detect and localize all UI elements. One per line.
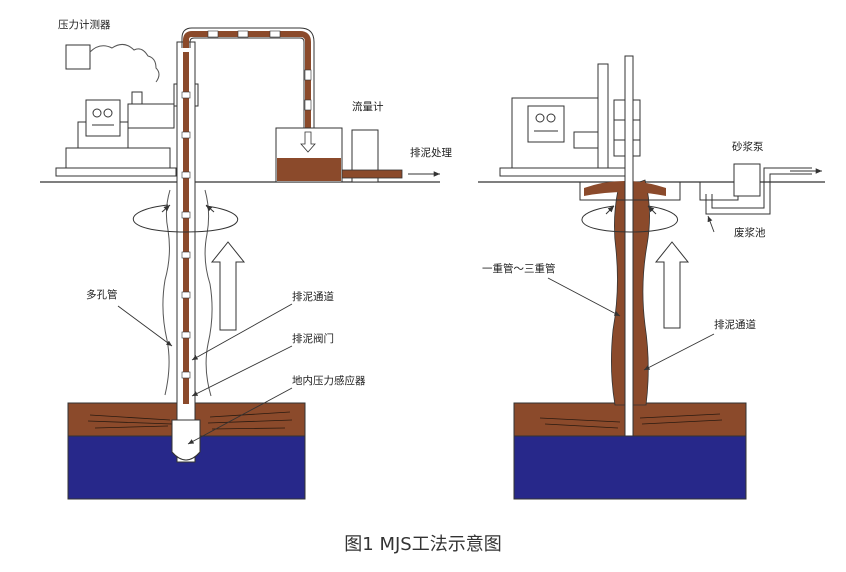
waste-pool-label: 废浆池 — [734, 226, 766, 239]
left-hose-segments — [207, 30, 312, 111]
ground-pressure-sensor-label: 地内压力感应器 — [292, 374, 366, 387]
right-figure: 砂浆泵 废浆池 一重管～三重管 排泥通道 — [478, 55, 825, 500]
porous-pipe-leader — [117, 305, 173, 347]
pipe-range-label: 一重管～三重管 — [482, 262, 556, 275]
left-motor-box — [127, 103, 175, 129]
left-cylinder — [131, 91, 143, 105]
mud-valve-leader — [191, 345, 293, 397]
left-pipe-slurry — [183, 52, 189, 404]
sand-pump-label: 砂浆泵 — [732, 140, 764, 153]
left-rotation-arrow-1 — [161, 204, 171, 213]
ground-pressure-sensor-leader — [187, 387, 293, 445]
left-control-dial-2 — [103, 108, 113, 118]
right-mud-channel-leader — [643, 333, 715, 371]
left-pipe-tip — [171, 419, 201, 461]
right-rotation-arc — [581, 205, 678, 233]
right-mud-channel-label: 排泥通道 — [714, 318, 756, 331]
mud-valve-label: 排泥阀门 — [292, 332, 334, 345]
left-soil-streaks — [87, 411, 293, 430]
porous-pipe-label: 多孔管 — [86, 288, 118, 301]
left-machine-base — [55, 167, 177, 177]
left-overhead-hose-outline — [181, 27, 315, 128]
mud-treatment-label: 排泥处理 — [410, 146, 452, 159]
right-soil-streaks — [539, 413, 723, 429]
left-rotation-arrow-2 — [205, 204, 215, 213]
flowmeter-label: 流量计 — [352, 100, 384, 113]
left-outlet-pipe — [341, 169, 403, 179]
left-machine-body — [65, 147, 171, 169]
right-control-dial-1 — [535, 113, 545, 123]
right-side-box — [573, 131, 601, 149]
sand-pump-box — [733, 163, 761, 197]
sand-pump-pipe-inner — [711, 167, 812, 209]
waste-pool-leader — [707, 215, 715, 233]
left-mud-tank-fill — [277, 158, 341, 181]
right-mast — [597, 63, 609, 169]
mjs-diagram: 压力计测器 流量计 — [40, 18, 825, 500]
mud-channel-label: 排泥通道 — [292, 290, 334, 303]
right-control-box — [527, 105, 565, 143]
right-rotation-arrow-1 — [605, 205, 615, 215]
pressure-gauge-label: 压力计测器 — [58, 18, 111, 31]
pressure-gauge-cable — [89, 44, 160, 83]
left-figure: 压力计测器 流量计 — [40, 18, 452, 500]
mud-channel-leader — [191, 303, 293, 361]
left-overhead-hose — [183, 31, 311, 128]
right-water-layer — [513, 435, 747, 500]
right-trench — [579, 181, 739, 201]
right-rotation-arrow-2 — [647, 205, 657, 215]
left-borehole-wall — [162, 189, 213, 397]
sand-pump-pipe — [705, 173, 812, 215]
right-up-arrow — [654, 241, 690, 329]
right-control-dial-2 — [546, 113, 556, 123]
left-control-box — [85, 99, 121, 137]
left-rotation-arc — [133, 204, 238, 233]
left-up-arrow — [210, 241, 246, 331]
pipe-range-leader — [547, 277, 621, 317]
right-machine-base — [499, 167, 633, 177]
figure-caption: 图1 MJS工法示意图 — [344, 534, 502, 555]
left-pipe-segments — [181, 91, 191, 379]
left-tank-down-arrow — [300, 131, 316, 153]
left-control-dial-1 — [92, 108, 102, 118]
pressure-gauge-box — [65, 44, 91, 70]
right-rod — [624, 55, 634, 437]
